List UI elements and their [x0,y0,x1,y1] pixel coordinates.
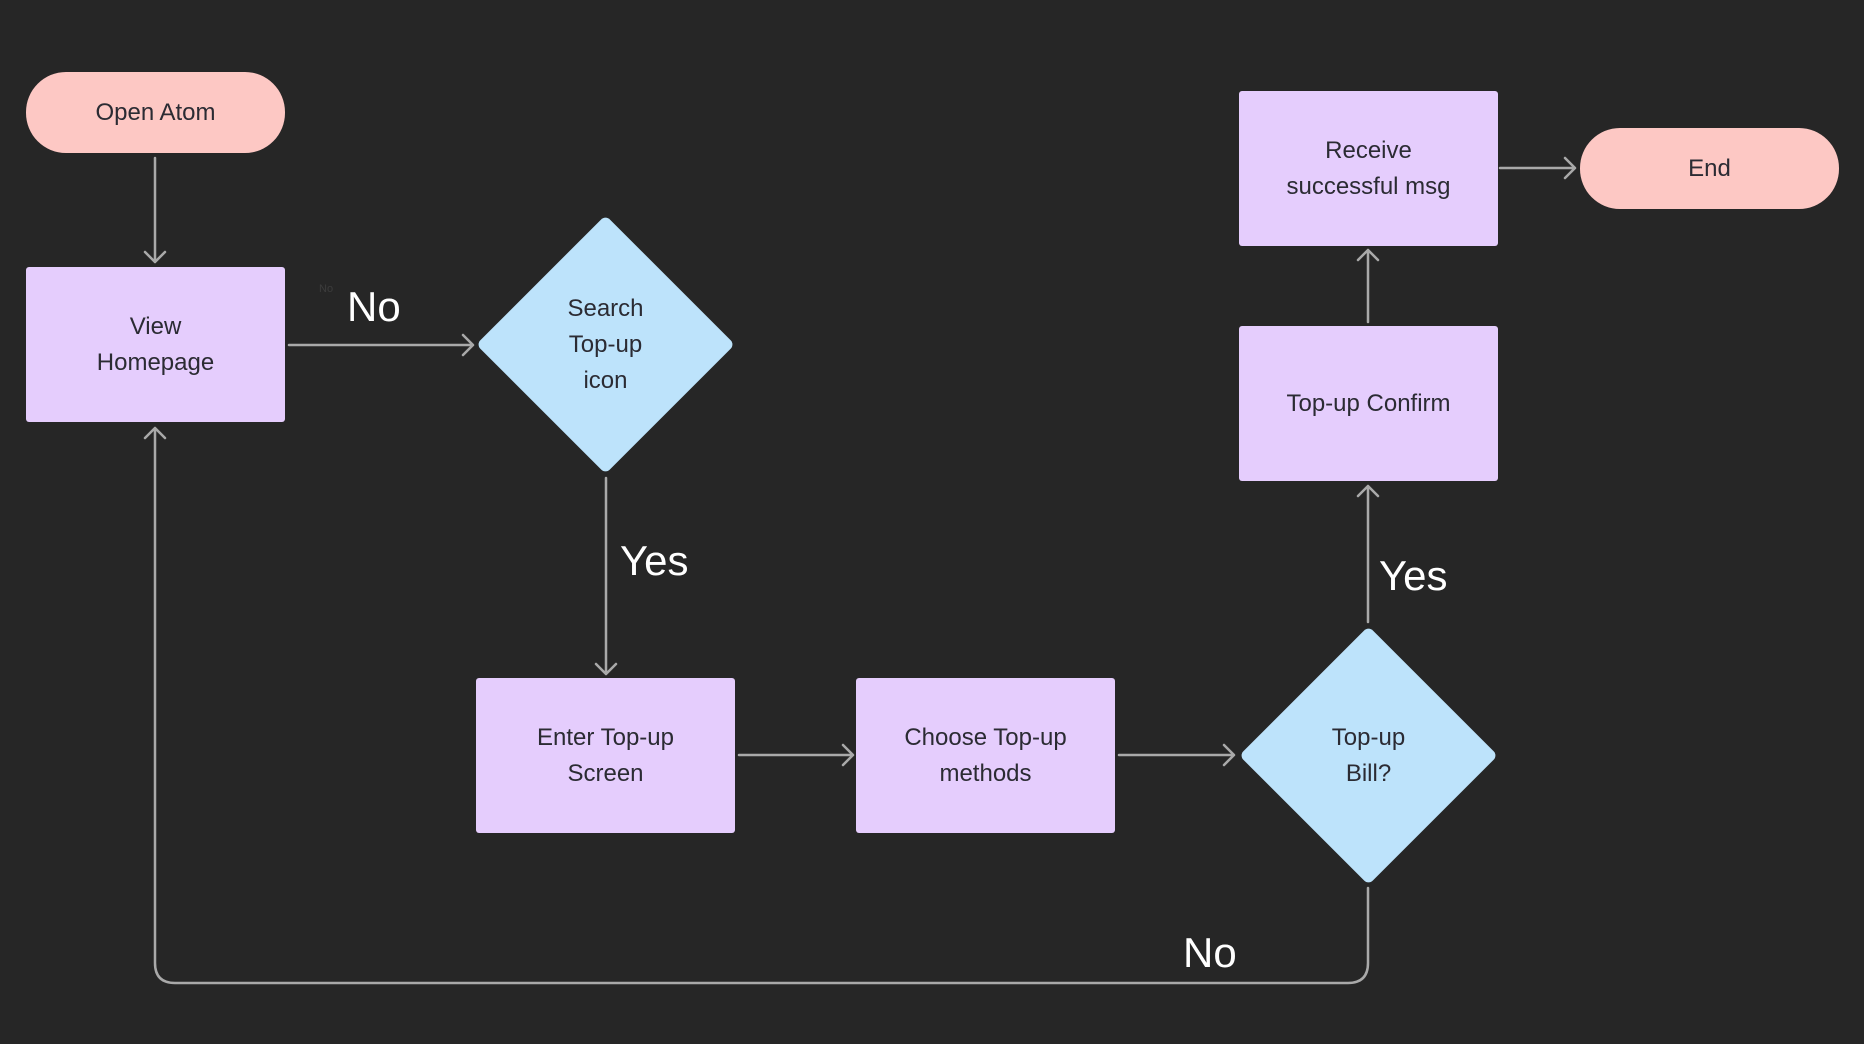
node-search-topup-icon: Search Top-up icon [476,215,735,474]
edge-label-homepage-to-search: No [347,283,401,330]
node-topup-confirm: Top-up Confirm [1239,326,1498,481]
node-choose-topup-methods-label: Choose Top-up methods [904,723,1067,787]
node-enter-topup-screen: Enter Top-up Screen [476,678,735,833]
connector-receive-to-end [1498,156,1577,180]
node-end: End [1580,128,1839,209]
node-choose-topup-methods: Choose Top-up methods [856,678,1115,833]
node-search-topup-icon-label: Search Top-up icon [567,294,644,394]
connector-search-to-enter [594,476,618,676]
node-open-atom-label: Open Atom [95,98,216,126]
node-topup-bill: Top-up Bill? [1239,626,1498,885]
node-topup-bill-label: Top-up Bill? [1331,723,1406,787]
node-open-atom: Open Atom [26,72,285,153]
node-receive-successful-msg-label: Receive successful msg [1286,136,1451,200]
node-topup-confirm-label: Top-up Confirm [1286,389,1451,417]
edge-label-search-to-enter: Yes [620,537,689,584]
connector-homepage-to-search [287,333,475,357]
connector-enter-to-choose [737,743,855,767]
edge-label-bill-to-confirm: Yes [1379,552,1448,599]
node-end-label: End [1688,154,1731,182]
connector-bill-to-homepage [143,426,1370,985]
edge-label-bill-to-homepage: No [1183,929,1237,976]
node-view-homepage-label: View Homepage [96,312,215,376]
connector-choose-to-bill [1117,743,1236,767]
connector-open-to-homepage [143,156,167,264]
node-receive-successful-msg: Receive successful msg [1239,91,1498,246]
node-view-homepage: View Homepage [26,267,285,422]
edge-label-small-no: No [319,283,334,295]
connector-confirm-to-receive [1356,248,1380,324]
node-enter-topup-screen-label: Enter Top-up Screen [537,723,674,787]
connector-bill-to-confirm [1356,484,1380,624]
